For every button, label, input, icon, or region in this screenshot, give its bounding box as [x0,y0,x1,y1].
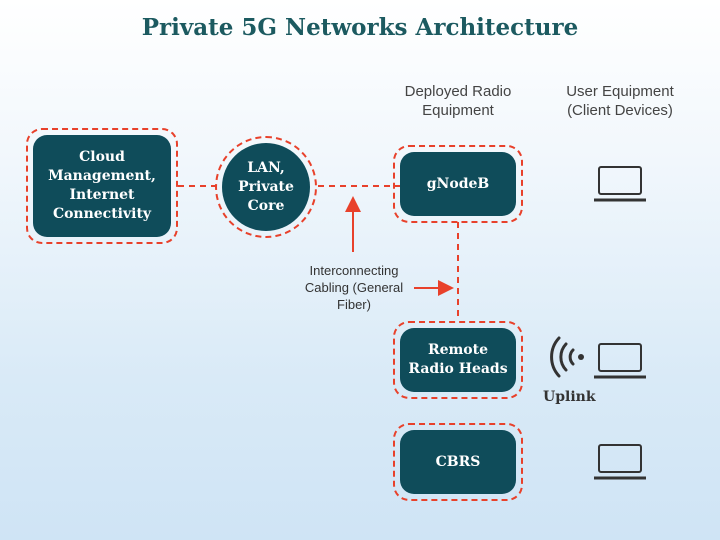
column-header-radio: Deployed Radio Equipment [388,82,528,120]
column-header-ue: User Equipment (Client Devices) [550,82,690,120]
node-cbrs: CBRS [393,423,523,501]
laptop-icon [594,444,646,480]
wireless-signal-icon [550,336,584,378]
laptop-icon [594,166,646,202]
node-lan-core-label: LAN, Private Core [238,159,294,214]
node-remote-radio-heads: Remote Radio Heads [393,321,523,399]
column-header-radio-text: Deployed Radio Equipment [404,83,512,119]
cabling-label-text: Interconnecting Cabling (General Fiber) [304,263,404,312]
page-title: Private 5G Networks Architecture [141,14,579,41]
laptop-icon [594,343,646,379]
uplink-label: Uplink [543,389,596,405]
node-cloud-label: Cloud Management, Internet Connectivity [48,149,156,222]
node-lan-core: LAN, Private Core [215,136,317,238]
cabling-label: Interconnecting Cabling (General Fiber) [296,262,412,313]
node-cbrs-label: CBRS [435,453,481,470]
node-gnodeb: gNodeB [393,145,523,223]
node-remote-radio-heads-label: Remote Radio Heads [408,342,508,377]
column-header-ue-text: User Equipment (Client Devices) [566,83,674,119]
node-gnodeb-label: gNodeB [426,175,490,192]
node-cloud: Cloud Management, Internet Connectivity [26,128,178,244]
